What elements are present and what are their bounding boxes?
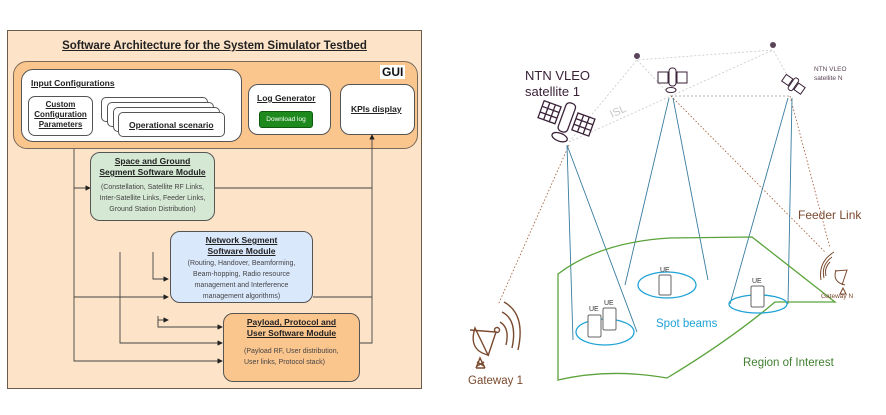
download-log-button[interactable]: Download log — [259, 111, 313, 128]
kpis-display-label: KPIs display — [351, 104, 402, 114]
line-network-to-payload — [157, 320, 168, 325]
ue-phone-4 — [750, 285, 765, 308]
ue-labels: UE UE UE UE — [589, 267, 762, 313]
connector-lines — [73, 134, 375, 364]
feeder-links — [497, 95, 831, 306]
architecture-title: Software Architecture for the System Sim… — [62, 40, 367, 52]
kpis-display-box: KPIs display — [340, 84, 415, 135]
payload-title-1: Payload, Protocol and — [246, 317, 337, 327]
beam-cone-3 — [729, 97, 793, 305]
ntn-network-illustration: ISL UE UE UE UE — [468, 42, 862, 387]
input-configurations-title: Input Configurations — [31, 78, 115, 88]
isl-links — [568, 49, 791, 143]
space-ground-desc-1: (Constellation, Satellite RF Links, — [100, 184, 205, 191]
architecture-diagram: Software Architecture for the System Sim… — [7, 30, 422, 389]
operational-scenario-label: Operational scenario — [129, 120, 214, 130]
feeder-link-label: Feeder Link — [798, 208, 862, 222]
network-title-2: Software Module — [207, 246, 276, 256]
sat1-label-line-1: NTN VLEO — [525, 68, 590, 83]
satN-label-line-2: satellite N — [814, 75, 843, 82]
ue-phone-3 — [658, 274, 672, 296]
network-title-1: Network Segment — [205, 235, 278, 245]
payload-protocol-user-module: Payload, Protocol and User Software Modu… — [223, 313, 360, 382]
space-ground-module: Space and Ground Segment Software Module… — [90, 152, 215, 221]
isl-label: ISL — [608, 103, 628, 121]
payload-title-2: User Software Module — [246, 328, 337, 338]
network-segment-module: Network Segment Software Module (Routing… — [170, 231, 313, 303]
region-of-interest-outline — [557, 236, 837, 381]
sat1-dish — [551, 131, 568, 143]
gateway-1-label: Gateway 1 — [468, 375, 523, 387]
ue-label-3: UE — [660, 267, 670, 274]
log-generator-box: Log Generator Download log — [248, 84, 331, 135]
payload-desc-2: User links, Protocol stack) — [244, 359, 325, 366]
distant-satellite-2-icon — [770, 42, 776, 48]
input-configurations-box: Input Configurations Custom Configuratio… — [21, 69, 242, 142]
gateway-n-label: Gateway N — [821, 293, 853, 300]
feeder-link-sat1-gw1 — [497, 144, 570, 306]
space-ground-title-1: Space and Ground — [114, 156, 191, 166]
satellite-n-icon — [780, 73, 806, 95]
isl-link-mid — [568, 49, 774, 143]
ue-phone-2 — [602, 307, 617, 331]
operational-scenario-card[interactable]: Operational scenario — [118, 112, 225, 137]
beam-cone-2 — [624, 97, 709, 286]
payload-desc-1: (Payload RF, User distribution, — [244, 348, 339, 355]
beam-cones — [566, 97, 793, 341]
gui-label: GUI — [380, 65, 406, 79]
satN-label-line-1: NTN VLEO — [814, 66, 847, 73]
user-equipment — [587, 274, 765, 338]
line-network-loop-payload — [157, 316, 223, 330]
space-ground-title-2: Segment Software Module — [99, 167, 206, 177]
network-desc-1: (Routing, Handover, Beamforming, — [187, 260, 296, 267]
custom-params-line-3: Parameters — [38, 120, 83, 129]
custom-configuration-parameters-box: Custom Configuration Parameters — [28, 96, 93, 136]
network-desc-3: management and Interference — [194, 282, 289, 289]
ue-label-4: UE — [752, 278, 762, 285]
custom-params-line-2: Configuration — [34, 110, 87, 119]
distant-satellites — [634, 42, 776, 59]
distant-satellite-1-icon — [634, 53, 640, 59]
isl-link-3 — [636, 59, 672, 97]
ue-phone-1 — [587, 314, 602, 338]
line-space-to-network — [152, 252, 169, 282]
line-payload-to-kpi — [360, 134, 375, 344]
line-input-to-payload-3 — [73, 188, 223, 364]
space-ground-desc-3: Ground Station Distribution) — [109, 206, 196, 213]
feeder-link-satN-gwN — [789, 95, 831, 249]
sat1-label-line-2: satellite 1 — [525, 84, 580, 99]
satellite-2-icon — [657, 67, 688, 93]
spot-beam-2 — [637, 271, 697, 299]
feeder-link-sat2-gwN — [670, 95, 826, 253]
network-desc-4: management algorithms) — [202, 293, 281, 300]
network-desc-2: Beam-hopping, Radio resource — [193, 271, 290, 278]
space-ground-desc-2: Inter-Satellite Links, Feeder Links, — [99, 195, 206, 202]
satellite-1-icon — [537, 99, 596, 143]
line-input-to-space — [73, 149, 91, 191]
gateway-1-icon — [469, 301, 521, 369]
sat1-body — [557, 102, 577, 133]
ue-label-2: UE — [604, 300, 614, 307]
isl-link-upper — [568, 49, 791, 143]
gateway-n-icon — [820, 251, 848, 295]
line-space-to-payload — [119, 252, 223, 346]
custom-params-line-1: Custom — [45, 100, 76, 109]
beam-cone-1 — [566, 144, 638, 341]
region-of-interest-label: Region of Interest — [743, 357, 835, 369]
ue-label-1: UE — [589, 306, 599, 313]
log-generator-title: Log Generator — [257, 93, 316, 103]
spot-beams-label: Spot beams — [656, 318, 718, 330]
